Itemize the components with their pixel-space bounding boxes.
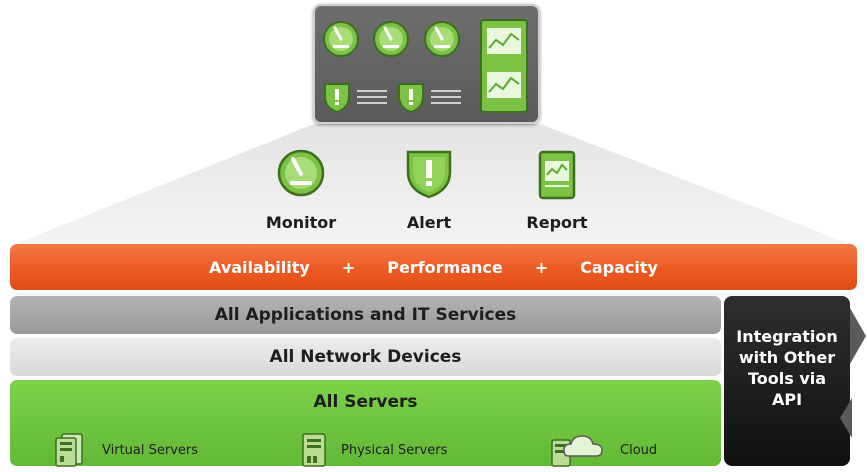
plus-sign: +: [534, 257, 549, 277]
virtual-server-icon: [55, 433, 83, 467]
server-type-item: Cloud: [548, 432, 657, 468]
integration-line: Tools via: [747, 369, 827, 388]
dashboard-widgets: [323, 19, 528, 114]
applications-layer: All Applications and IT Services: [10, 296, 721, 334]
server-type-label: Virtual Servers: [102, 442, 199, 458]
report-label: Report: [526, 213, 588, 232]
alert-label: Alert: [406, 213, 452, 232]
integration-line: Integration: [736, 327, 838, 346]
server-type-item: Virtual Servers: [52, 432, 198, 468]
monitor-icon: [277, 149, 325, 197]
alert-icon: [406, 150, 452, 199]
plus-sign: +: [341, 257, 356, 277]
gauge-icon: [373, 21, 409, 57]
monitor-label: Monitor: [265, 213, 337, 232]
cloud-server-icon: [551, 435, 603, 467]
gauge-icon: [323, 21, 359, 57]
arrow-left-icon: [840, 398, 852, 438]
capability-bar: Availability + Performance + Capacity: [10, 244, 857, 290]
server-type-label: Cloud: [620, 442, 658, 458]
integration-box: Integration with Other Tools via API: [724, 296, 850, 466]
server-type-label: Physical Servers: [341, 442, 448, 458]
applications-label: All Applications and IT Services: [214, 305, 517, 325]
gauge-icon: [424, 21, 460, 57]
capacity-label: Capacity: [580, 257, 658, 277]
physical-server-icon: [302, 433, 326, 467]
alert-shield-icon: [324, 83, 387, 114]
integration-line: API: [771, 390, 803, 409]
dashboard-panel: [313, 4, 540, 124]
availability-label: Availability: [209, 257, 310, 277]
servers-layer: All Servers Virtual Servers Physical Ser…: [10, 380, 721, 468]
performance-label: Performance: [387, 257, 503, 277]
alert-shield-icon: [398, 83, 461, 114]
servers-label: All Servers: [313, 392, 418, 412]
integration-arrows: [840, 308, 866, 438]
arrow-right-icon: [850, 308, 866, 364]
network-label: All Network Devices: [269, 347, 462, 367]
server-type-item: Physical Servers: [297, 432, 447, 468]
report-chart-icon: [480, 19, 528, 113]
integration-line: with Other: [738, 348, 836, 367]
report-icon: [538, 150, 576, 200]
integration-text: Integration with Other Tools via API: [724, 326, 850, 410]
network-layer: All Network Devices: [10, 338, 721, 376]
